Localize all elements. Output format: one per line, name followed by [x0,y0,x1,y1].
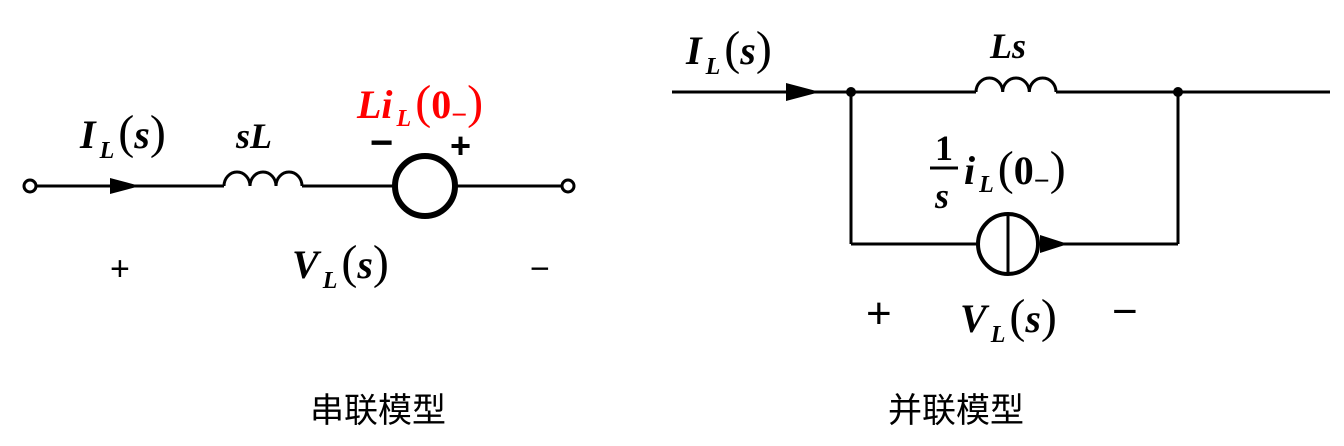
series-voltage-label: V L (s) [292,236,389,294]
parallel-inductor-label: Ls [989,26,1026,66]
series-inductor-coil [222,170,304,187]
series-source-label: Li L (0−) [356,76,483,132]
series-current-arrow-icon [110,178,140,194]
right-terminal [560,178,576,194]
parallel-plus-sign: + [866,289,892,338]
series-plus-sign: + [110,250,130,288]
series-source-minus: − [370,121,393,165]
parallel-current-label: I L (s) [685,22,772,80]
left-terminal [22,178,38,194]
parallel-inductor-coil [974,76,1058,93]
series-voltage-source [392,153,458,219]
parallel-caption: 并联模型 [888,391,1024,431]
series-source-plus: + [450,125,471,166]
parallel-source-label: i L (0−) [964,142,1066,198]
series-model: I L (s) sL Li L (0−) − + + − V L (s) 串联模… [22,76,576,431]
parallel-voltage-label: V L (s) [960,290,1057,348]
parallel-model: I L (s) Ls 1 s i L (0−) + − V L (s) 并联模型 [672,22,1330,431]
parallel-fraction-denominator: s [934,176,949,216]
parallel-current-arrow-icon [786,83,820,101]
series-current-label: I L (s) [79,106,166,164]
parallel-minus-sign: − [1112,287,1138,336]
series-minus-sign: − [530,250,550,288]
series-inductor-label: sL [235,116,272,156]
series-caption: 串联模型 [310,391,446,431]
parallel-source-arrow-icon [1040,235,1068,253]
parallel-fraction-numerator: 1 [935,128,953,168]
